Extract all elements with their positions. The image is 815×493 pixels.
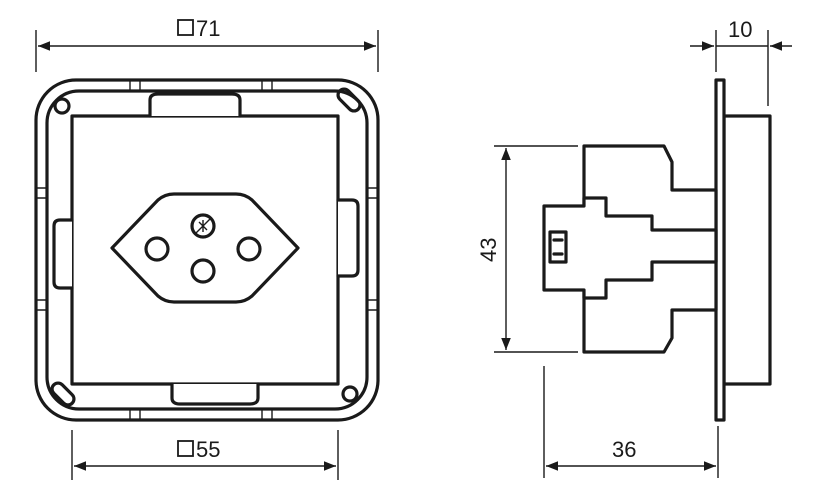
right-clip	[336, 198, 360, 278]
screw-hole-bottom-right	[341, 385, 359, 403]
top-clip	[148, 92, 242, 118]
square-symbol-icon	[177, 440, 194, 457]
earth-hole	[190, 213, 216, 239]
dim-height: 43	[476, 145, 578, 353]
dim-frame-width: 71	[35, 16, 379, 72]
slot-top-right	[336, 87, 362, 113]
pin-hole-left	[144, 236, 170, 262]
bottom-clip	[170, 382, 260, 406]
dim-frame-width-label: 71	[196, 16, 220, 41]
dim-plate-thickness-label: 10	[728, 17, 752, 42]
frame-notches	[36, 80, 378, 420]
dim-plate-thickness: 10	[690, 17, 792, 106]
front-view	[34, 78, 380, 422]
side-view	[542, 78, 772, 422]
earth-symbol-icon	[195, 218, 211, 234]
slot-bottom-left	[50, 381, 76, 407]
dim-insert-width-label: 55	[196, 437, 220, 462]
screw-hole-top-left	[53, 97, 71, 115]
terminal-block	[542, 196, 718, 300]
dim-height-label: 43	[476, 238, 501, 262]
square-symbol-icon	[177, 19, 194, 36]
left-clip	[52, 218, 74, 290]
socket-outlet	[110, 192, 300, 304]
insert-plate	[70, 114, 340, 386]
cover-plate	[722, 114, 772, 386]
pin-hole-right	[236, 236, 262, 262]
dim-depth-label: 36	[612, 437, 636, 462]
dim-depth: 36	[543, 366, 719, 478]
dim-insert-width: 55	[71, 430, 339, 480]
inner-frame	[45, 89, 369, 411]
terminal-screw	[548, 230, 568, 264]
outer-frame	[34, 78, 380, 422]
pin-hole-bottom	[190, 258, 216, 284]
